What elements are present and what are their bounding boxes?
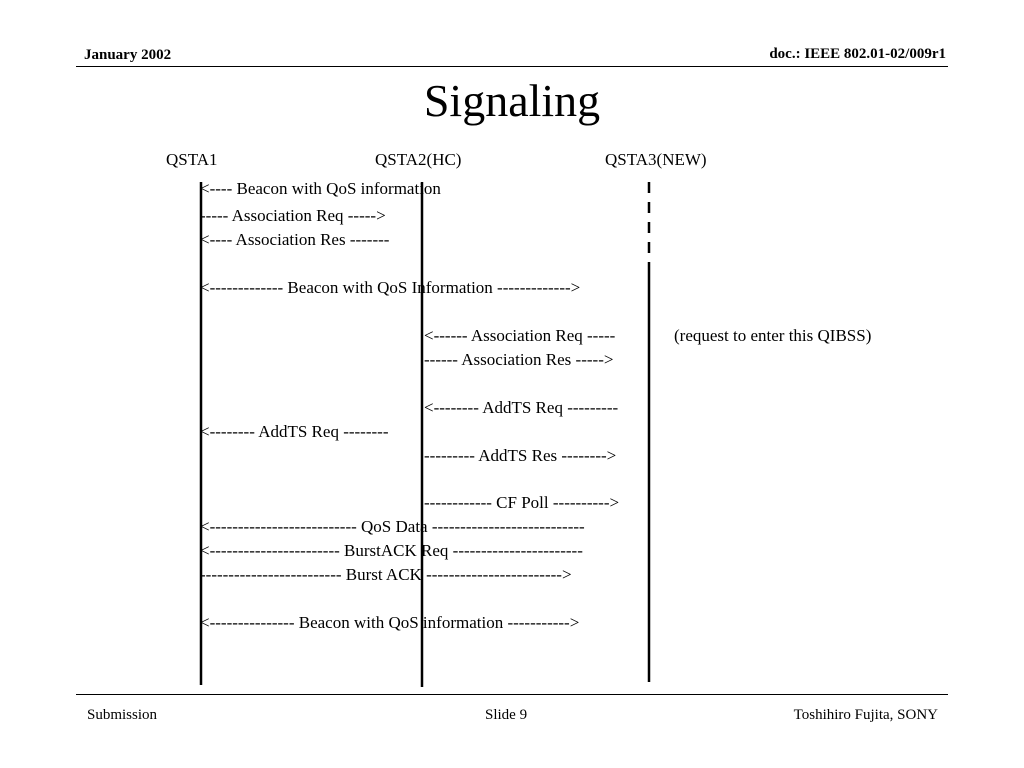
msg-assoc-res-1: <---- Association Res ------- <box>200 230 390 249</box>
msg-qos-data: <-------------------------- QoS Data ---… <box>200 517 585 536</box>
msg-cf-poll: ------------ CF Poll ----------> <box>424 493 620 512</box>
msg-assoc-req-2: <------ Association Req ----- <box>424 326 616 345</box>
participant-qsta2: QSTA2(HC) <box>375 150 462 169</box>
msg-addts-res: --------- AddTS Res --------> <box>424 446 617 465</box>
footer-submission: Submission <box>87 707 158 723</box>
header-date: January 2002 <box>84 47 172 63</box>
footer-author: Toshihiro Fujita, SONY <box>793 707 938 723</box>
footer-slide-number: Slide 9 <box>485 707 528 723</box>
msg-beacon-2: <------------- Beacon with QoS Informati… <box>200 278 581 297</box>
msg-note: (request to enter this QIBSS) <box>674 326 872 345</box>
participant-qsta1: QSTA1 <box>166 150 218 169</box>
msg-addts-req-1: <-------- AddTS Req --------- <box>424 398 619 417</box>
msg-beacon-1: <---- Beacon with QoS information <box>200 179 441 198</box>
msg-beacon-3: <--------------- Beacon with QoS informa… <box>200 613 580 632</box>
header-doc-id: doc.: IEEE 802.01-02/009r1 <box>769 46 946 62</box>
msg-burst-ack: ------------------------- Burst ACK ----… <box>200 565 572 584</box>
participant-qsta3: QSTA3(NEW) <box>605 150 707 169</box>
msg-burstack-req: <----------------------- BurstACK Req --… <box>200 541 583 560</box>
msg-assoc-req-1: ----- Association Req -----> <box>200 206 386 225</box>
header-rule <box>76 66 948 67</box>
footer-rule <box>76 694 948 695</box>
msg-addts-req-2: <-------- AddTS Req -------- <box>200 422 389 441</box>
slide-title: Signaling <box>423 75 601 126</box>
msg-assoc-res-2: ------ Association Res -----> <box>424 350 614 369</box>
